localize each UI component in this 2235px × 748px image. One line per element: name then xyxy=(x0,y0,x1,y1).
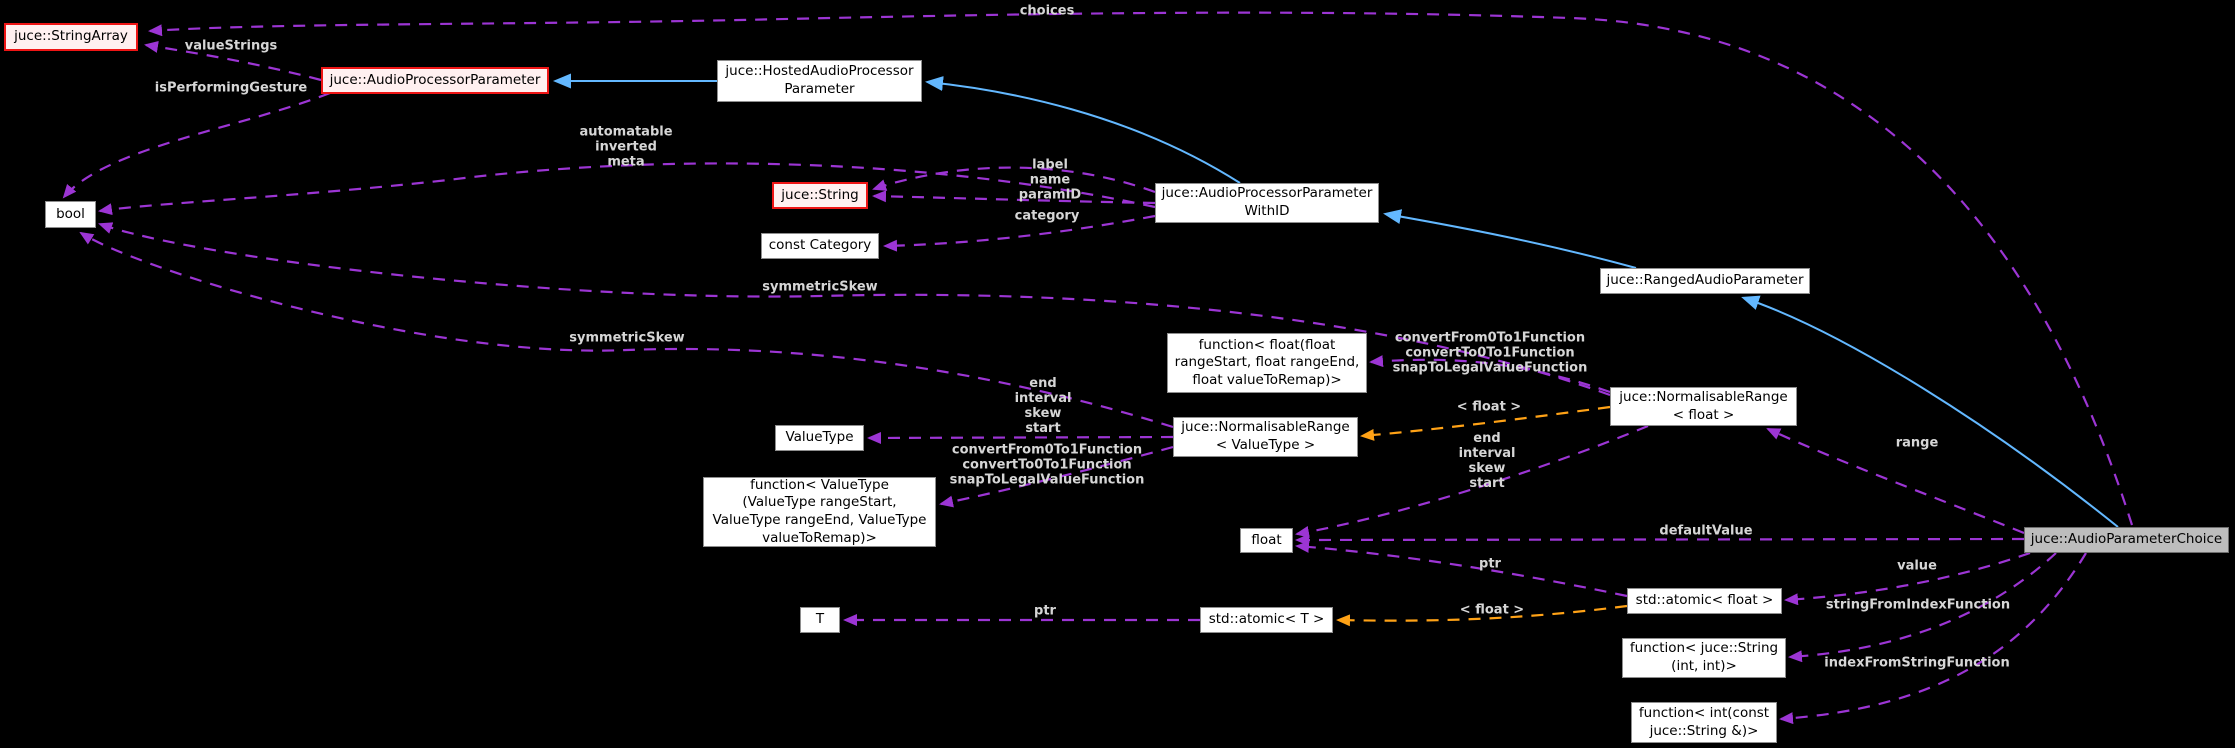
node-function-float: function< float(float rangeStart, float … xyxy=(1167,333,1367,393)
node-juce-audioparameterchoice: juce::AudioParameterChoice xyxy=(2024,527,2229,553)
edge-label-symmetricskew-2: symmetricSkew xyxy=(569,330,685,346)
edge-convert-functions-left xyxy=(939,445,1174,508)
node-juce-audioprocessorparameterwithid[interactable]: juce::AudioProcessorParameter WithID xyxy=(1155,183,1379,223)
edge-label-valuestrings: valueStrings xyxy=(184,38,278,54)
edge-defaultvalue xyxy=(1295,533,2025,546)
node-juce-normalisablerange-valuetype[interactable]: juce::NormalisableRange < ValueType > xyxy=(1173,417,1358,457)
edge-label-template-float-atomic: < float > xyxy=(1459,602,1525,618)
edge-label-name-paramid-a xyxy=(872,166,1156,194)
edge-label-value: value xyxy=(1897,558,1937,574)
edge-label-indexfromstringfunction: indexFromStringFunction xyxy=(1824,655,2010,671)
node-const-category: const Category xyxy=(761,233,879,259)
node-juce-stringarray[interactable]: juce::StringArray xyxy=(4,23,138,51)
edge-label-label-name-paramid: label name paramID xyxy=(1018,157,1082,203)
node-float: float xyxy=(1240,528,1293,553)
edge-label-defaultvalue: defaultValue xyxy=(1659,523,1753,539)
edge-label-template-float-range: < float > xyxy=(1456,399,1522,415)
edge-template-atomic-float xyxy=(1336,604,1628,627)
edge-label-name-paramid-b xyxy=(872,190,1156,205)
edge-label-choices: choices xyxy=(1019,3,1075,19)
edge-label-symmetricskew-1: symmetricSkew xyxy=(762,279,878,295)
edge-label-end-interval-skew-start-left: end interval skew start xyxy=(1014,375,1072,437)
node-valuetype: ValueType xyxy=(775,425,864,451)
node-std-atomic-float: std::atomic< float > xyxy=(1627,588,1782,614)
edge-choices xyxy=(148,11,2134,526)
edge-label-automatable-inverted-meta: automatable inverted meta xyxy=(579,124,673,170)
edge-convert-functions-right xyxy=(1369,355,1611,394)
edge-indexfromstringfunction xyxy=(1779,552,2087,725)
edge-inherit-withid-to-hosted xyxy=(925,76,1241,184)
edge-valuestrings xyxy=(144,40,322,82)
edge-category xyxy=(883,214,1156,252)
edge-label-isperforminggesture: isPerformingGesture xyxy=(154,80,308,96)
edge-label-range: range xyxy=(1895,435,1939,451)
node-function-string-int-int: function< juce::String (int, int)> xyxy=(1622,638,1786,678)
edge-template-range-float xyxy=(1360,405,1611,441)
node-function-valuetype: function< ValueType (ValueType rangeStar… xyxy=(703,477,936,547)
edge-end-interval-skew-start-right xyxy=(1295,424,1649,538)
edge-label-end-interval-skew-start-right: end interval skew start xyxy=(1458,430,1516,492)
node-juce-rangedaudioparameter[interactable]: juce::RangedAudioParameter xyxy=(1600,268,1810,294)
node-juce-audioprocessorparameter[interactable]: juce::AudioProcessorParameter xyxy=(321,67,549,94)
edge-label-ptr-left: ptr xyxy=(1034,603,1056,619)
node-juce-hostedaudioprocessorparameter[interactable]: juce::HostedAudioProcessor Parameter xyxy=(717,60,922,102)
node-juce-normalisablerange-float[interactable]: juce::NormalisableRange < float > xyxy=(1610,387,1797,426)
edge-ptr-right xyxy=(1295,540,1628,598)
edge-label-convert-functions-left: convertFrom0To1Function convertTo0To1Fun… xyxy=(949,442,1145,488)
edge-inherit-choice-to-ranged xyxy=(1741,295,2119,528)
edge-label-stringfromindexfunction: stringFromIndexFunction xyxy=(1825,597,2011,613)
edge-symmetricskew-valuetype xyxy=(79,231,1174,429)
edge-label-convert-functions-right: convertFrom0To1Function convertTo0To1Fun… xyxy=(1392,330,1588,376)
edge-label-ptr-right: ptr xyxy=(1479,556,1501,572)
edge-automatable-inverted-meta xyxy=(98,162,1156,216)
edge-inherit-ranged-to-withid xyxy=(1383,209,1637,269)
edge-symmetricskew-float xyxy=(98,222,1611,397)
edge-end-interval-skew-start-left xyxy=(867,431,1174,444)
node-bool: bool xyxy=(45,201,96,228)
node-std-atomic-t: std::atomic< T > xyxy=(1200,607,1333,633)
edge-isperforminggesture xyxy=(62,91,331,199)
node-t: T xyxy=(800,607,840,633)
node-function-int-const-string: function< int(const juce::String &)> xyxy=(1631,702,1777,743)
edge-value xyxy=(1784,551,2031,606)
node-juce-string[interactable]: juce::String xyxy=(772,182,868,209)
edge-label-category: category xyxy=(1014,208,1080,224)
